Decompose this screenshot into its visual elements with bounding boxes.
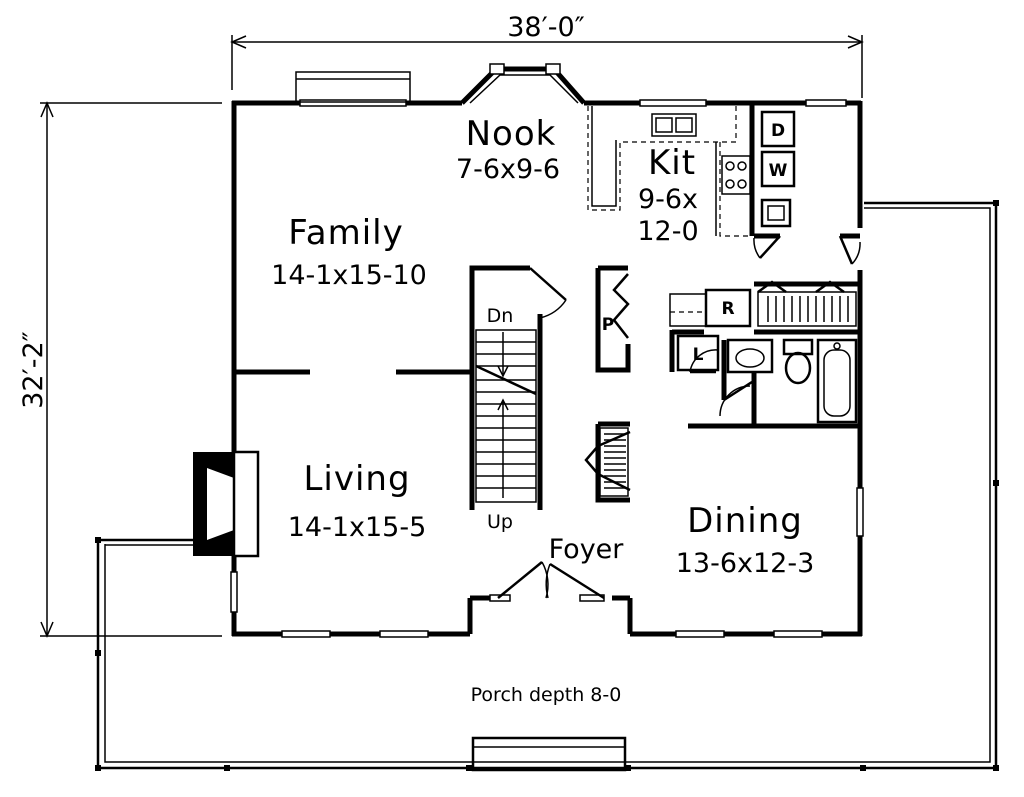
nook-name: Nook bbox=[466, 114, 557, 154]
refrigerator: R bbox=[669, 288, 752, 328]
dining-size: 13-6x12-3 bbox=[676, 548, 815, 579]
dryer-label: D bbox=[771, 121, 785, 141]
pantry-label: P bbox=[602, 315, 614, 335]
pantry: P bbox=[602, 315, 614, 335]
linen-closet: L bbox=[676, 334, 720, 372]
washer-label: W bbox=[769, 161, 788, 181]
room-dining: Dining 13-6x12-3 bbox=[676, 501, 815, 579]
coat-closet-rack bbox=[599, 427, 629, 497]
width-dimension-label: 38′-0″ bbox=[507, 12, 585, 43]
family-size: 14-1x15-10 bbox=[271, 260, 427, 291]
room-foyer: Foyer bbox=[549, 534, 625, 565]
room-family: Family 14-1x15-10 bbox=[271, 213, 427, 291]
porch-steps bbox=[471, 736, 627, 772]
exterior-walls bbox=[231, 100, 863, 637]
refrigerator-label: R bbox=[721, 299, 734, 319]
family-name: Family bbox=[288, 213, 403, 253]
width-dimension: 38′-0″ bbox=[230, 12, 864, 98]
bathroom bbox=[726, 338, 858, 424]
closet bbox=[757, 280, 857, 327]
foyer-name: Foyer bbox=[549, 534, 625, 565]
porch-label: Porch depth 8-0 bbox=[471, 684, 622, 706]
kitchen-size-line1: 9-6x bbox=[638, 184, 698, 215]
kitchen-name: Kit bbox=[648, 143, 696, 183]
kitchen-size-line2: 12-0 bbox=[637, 216, 698, 247]
living-name: Living bbox=[303, 459, 410, 499]
linen-label: L bbox=[693, 345, 704, 365]
depth-dimension: 32′-2″ bbox=[18, 101, 222, 638]
nook-size: 7-6x9-6 bbox=[456, 154, 560, 185]
room-nook: Nook 7-6x9-6 bbox=[456, 114, 560, 185]
interior-walls bbox=[234, 103, 860, 601]
porch: Porch depth 8-0 bbox=[95, 200, 999, 772]
depth-dimension-label: 32′-2″ bbox=[18, 331, 49, 409]
stair-up-label: Up bbox=[487, 511, 513, 533]
room-living: Living 14-1x15-5 bbox=[288, 459, 427, 543]
doors bbox=[489, 235, 861, 602]
fireplace bbox=[193, 450, 260, 558]
laundry: D W bbox=[760, 110, 796, 228]
living-size: 14-1x15-5 bbox=[288, 512, 427, 543]
kitchen-counters bbox=[587, 106, 752, 237]
stair-down-label: Dn bbox=[487, 305, 514, 327]
staircase: Dn Up bbox=[475, 305, 537, 533]
room-kitchen: Kit 9-6x 12-0 bbox=[637, 143, 698, 247]
bay-window bbox=[460, 63, 586, 105]
dining-name: Dining bbox=[687, 501, 803, 541]
windows bbox=[230, 71, 864, 638]
